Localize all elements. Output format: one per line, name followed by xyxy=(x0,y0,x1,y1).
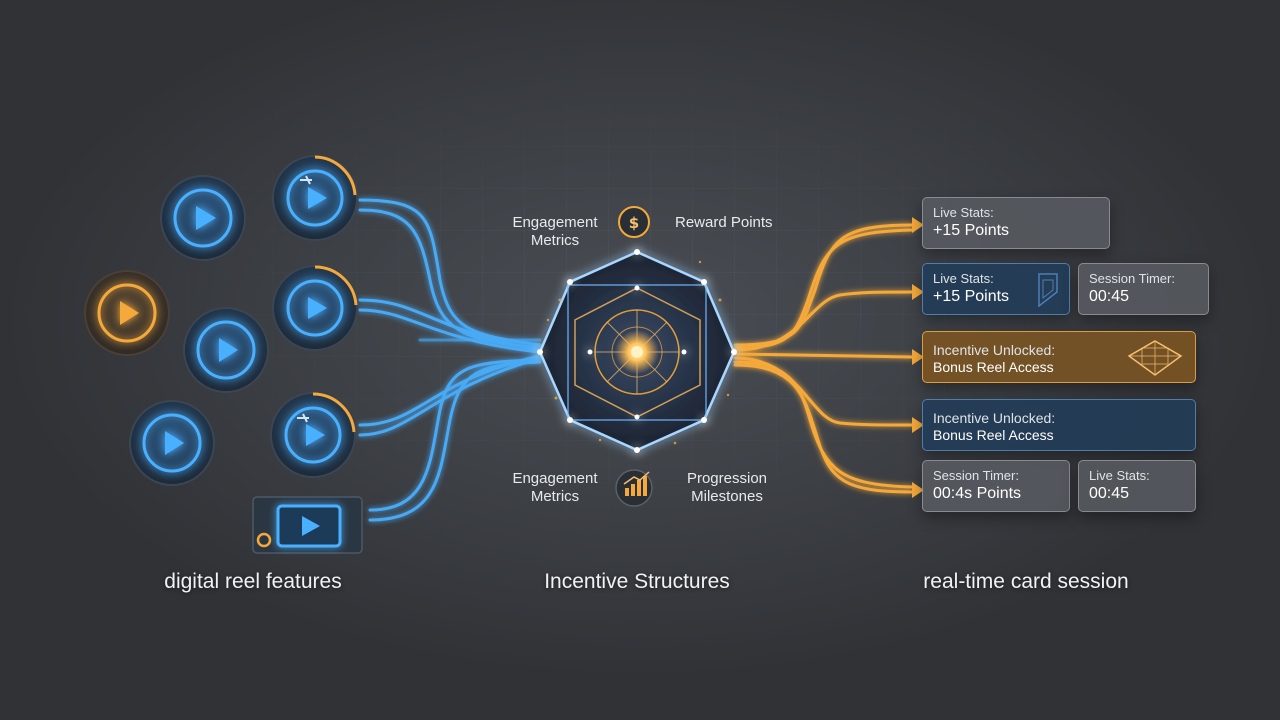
arrow-head xyxy=(912,417,924,433)
play-icon xyxy=(120,301,139,325)
session-timer-card: Session Timer: 00:45 xyxy=(1078,263,1209,315)
hub-label-progression: Progression Milestones xyxy=(677,470,777,506)
cube-icon xyxy=(1127,340,1183,376)
card-title: Incentive Unlocked: xyxy=(933,410,1056,426)
blue-connector xyxy=(368,358,542,512)
live-stats-card: Live Stats: +15 Points xyxy=(922,263,1070,315)
arrow-head xyxy=(912,482,924,498)
session-timer-card: Session Timer: 00:4s Points xyxy=(922,460,1070,512)
live-stats-card: Live Stats: +15 Points xyxy=(922,197,1110,249)
card-value: Bonus Reel Access xyxy=(933,359,1054,375)
blue-connector xyxy=(358,198,542,347)
video-reel-card[interactable] xyxy=(252,496,363,554)
play-button[interactable] xyxy=(129,400,215,486)
blue-connector xyxy=(358,356,542,437)
incentive-unlocked-card: Incentive Unlocked: Bonus Reel Access xyxy=(922,399,1196,451)
play-button[interactable] xyxy=(270,392,356,478)
hub-label-engagement-bottom: Engagement Metrics xyxy=(503,470,607,506)
card-title: Incentive Unlocked: xyxy=(933,342,1056,358)
hub-label-progression-line1: Progression xyxy=(686,470,768,487)
bar-chart-icon xyxy=(615,469,653,507)
coin-icon xyxy=(256,532,272,548)
coin-icon: $ xyxy=(618,206,650,238)
gold-connector xyxy=(733,363,914,494)
section-label-center: Incentive Structures xyxy=(544,570,730,593)
hub-label-engagement-line2: Metrics xyxy=(530,232,580,249)
card-title: Session Timer: xyxy=(933,468,1019,483)
hub-label-engagement-line1: Engagement xyxy=(512,214,598,231)
svg-text:$: $ xyxy=(629,214,639,232)
blue-connector xyxy=(358,308,542,354)
hub-label-engagement-top: Engagement Metrics xyxy=(503,214,607,250)
incentive-unlocked-card: Incentive Unlocked: Bonus Reel Access xyxy=(922,331,1196,383)
play-button[interactable] xyxy=(160,175,246,261)
card-value: Bonus Reel Access xyxy=(933,427,1054,443)
card-value: +15 Points xyxy=(933,288,1010,305)
play-icon xyxy=(196,206,216,230)
section-label-left: digital reel features xyxy=(164,570,342,593)
play-button[interactable] xyxy=(272,265,358,351)
play-icon xyxy=(306,424,325,446)
live-stats-card: Live Stats: 00:45 xyxy=(1078,460,1196,512)
card-title: Session Timer: xyxy=(1089,271,1175,286)
card-value: 00:45 xyxy=(1089,288,1130,305)
card-value: +15 Points xyxy=(933,222,1010,239)
flag-icon xyxy=(1038,273,1058,308)
card-title: Live Stats: xyxy=(933,205,994,220)
play-icon xyxy=(165,431,184,455)
card-title: Live Stats: xyxy=(933,271,994,286)
play-button[interactable] xyxy=(84,270,170,356)
hub-label-reward-points: Reward Points xyxy=(675,214,773,231)
arrow-head xyxy=(912,284,924,300)
hub-label-progression-line2: Milestones xyxy=(691,488,763,505)
hub-label-engagement-line2: Metrics xyxy=(530,488,580,505)
card-value: 00:45 xyxy=(1089,485,1130,502)
play-button[interactable] xyxy=(272,155,358,241)
blue-connector xyxy=(368,360,542,522)
card-title: Live Stats: xyxy=(1089,468,1150,483)
play-icon xyxy=(308,297,327,319)
section-label-right: real-time card session xyxy=(923,570,1129,593)
blue-connector xyxy=(358,298,542,352)
hub-octagon xyxy=(537,249,737,453)
gold-connector xyxy=(733,290,914,352)
arrow-head xyxy=(912,349,924,365)
hub-label-engagement-line1: Engagement xyxy=(512,470,598,487)
gold-connector xyxy=(733,360,914,489)
gold-connector xyxy=(733,352,914,359)
play-icon xyxy=(302,516,320,536)
play-button[interactable] xyxy=(183,307,269,393)
arrow-head xyxy=(912,217,924,233)
play-icon xyxy=(308,187,327,209)
play-icon xyxy=(219,338,238,362)
card-value: 00:4s Points xyxy=(933,485,1022,502)
